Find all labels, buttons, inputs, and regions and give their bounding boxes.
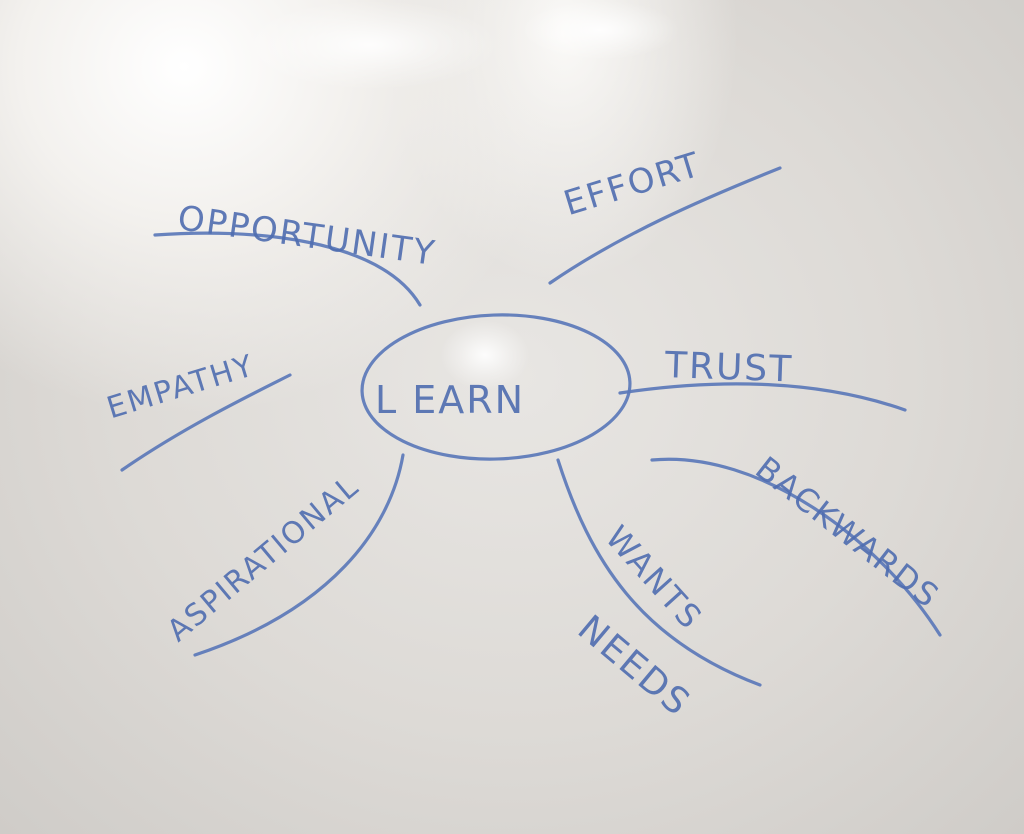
opportunity-branch-line: [153, 231, 422, 307]
effort-branch-line: [548, 166, 782, 285]
empathy-branch-line: [120, 373, 292, 472]
center-word-learn: L EARN: [375, 378, 526, 422]
branch-word-trust: TRUST: [664, 345, 794, 391]
trust-branch-line: [618, 382, 907, 412]
wants-needs-branch-line: [556, 458, 762, 687]
center-circle: [360, 313, 632, 461]
aspirational-branch-line: [193, 453, 405, 657]
backwards-branch-line: [650, 457, 942, 637]
